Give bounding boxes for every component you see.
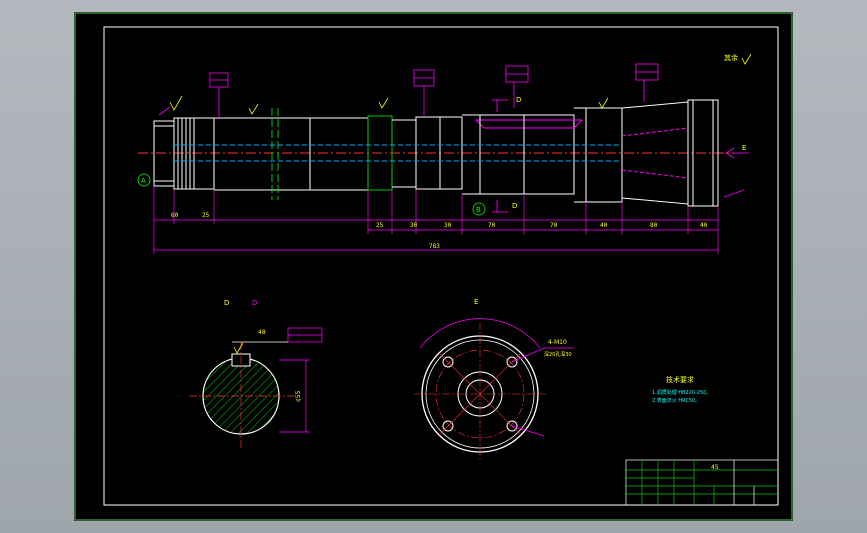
shaft-collar (367, 115, 393, 191)
datum-label: B (476, 206, 481, 214)
main-view-labels: A B D D E 其余 (141, 53, 746, 214)
view-title: D (252, 299, 257, 307)
section-ref-label: D (512, 202, 517, 210)
dim-text: 25 (202, 212, 210, 219)
roughness-note: 其余 (724, 53, 738, 62)
dim-text: 70 (550, 222, 558, 229)
overall-length-text: 783 (429, 243, 440, 250)
shaft-right-flange (687, 99, 719, 207)
shaft-step-4 (415, 116, 463, 190)
roughness-symbol-icon (248, 103, 259, 115)
roughness-symbol-icon (378, 97, 389, 109)
shaft-step-2 (310, 117, 369, 191)
technical-requirements: 技术要求 1.调质处理 HB220-250。 2.表面淬火 HRC50。 (652, 375, 711, 404)
section-dd-view: D D 48 ¢55 (189, 299, 323, 448)
drawing-frame (103, 26, 779, 506)
annotation-symbols (169, 53, 752, 115)
shaft-keyway-section (462, 114, 575, 195)
view-title: E (474, 298, 478, 306)
roughness-symbol-icon (741, 53, 752, 65)
dim-text: 30 (410, 222, 418, 229)
datum-circle-icon (137, 173, 151, 187)
key-dim-text: 48 (258, 329, 266, 336)
shaft-drawing: 60 25 25 30 30 70 70 40 80 40 783 A B D … (74, 12, 793, 521)
datum-label: A (141, 177, 146, 185)
tolerance-frames (158, 63, 749, 213)
dim-text: 40 (700, 222, 708, 229)
roughness-symbol-icon (169, 95, 183, 111)
section-ref-label: E (742, 144, 746, 152)
title-block-number: 45 (711, 464, 719, 471)
datum-circle-icon (472, 202, 486, 216)
shaft-step-6 (574, 107, 623, 203)
bolt-hole (506, 356, 518, 368)
drawing-sheet[interactable]: 60 25 25 30 30 70 70 40 80 40 783 A B D … (74, 12, 793, 521)
sheet-border (74, 12, 793, 521)
bolt-hole (442, 356, 454, 368)
tech-line: 2.表面淬火 HRC50。 (652, 397, 700, 404)
shaft-step-1 (214, 117, 311, 191)
shaft-thread-section (173, 117, 215, 190)
title-block (625, 459, 779, 506)
dimension-lines (153, 186, 719, 254)
holes-note: 4-M10 (548, 339, 567, 346)
shaft-main-view (138, 99, 734, 207)
section-ref-label: D (516, 96, 521, 104)
section-dim-text: ¢55 (295, 390, 302, 402)
bolt-hole (506, 420, 518, 432)
roughness-symbol-icon (233, 342, 244, 354)
tech-title: 技术要求 (666, 375, 694, 384)
dim-text: 80 (650, 222, 658, 229)
dim-text: 70 (488, 222, 496, 229)
holes-depth-note: 深20孔深30 (544, 351, 572, 358)
roughness-symbol-icon (598, 97, 609, 109)
dim-text: 40 (600, 222, 608, 229)
keyway-slot (475, 119, 583, 129)
tech-line: 1.调质处理 HB220-250。 (652, 389, 711, 396)
dim-text: 30 (444, 222, 452, 229)
dim-text: 60 (171, 212, 179, 219)
dim-text: 25 (376, 222, 384, 229)
view-e: E 4-M10 深20孔深30 (414, 298, 574, 462)
view-title: D (224, 299, 229, 307)
bolt-hole (442, 420, 454, 432)
dimension-texts: 60 25 25 30 30 70 70 40 80 40 783 (171, 212, 708, 250)
